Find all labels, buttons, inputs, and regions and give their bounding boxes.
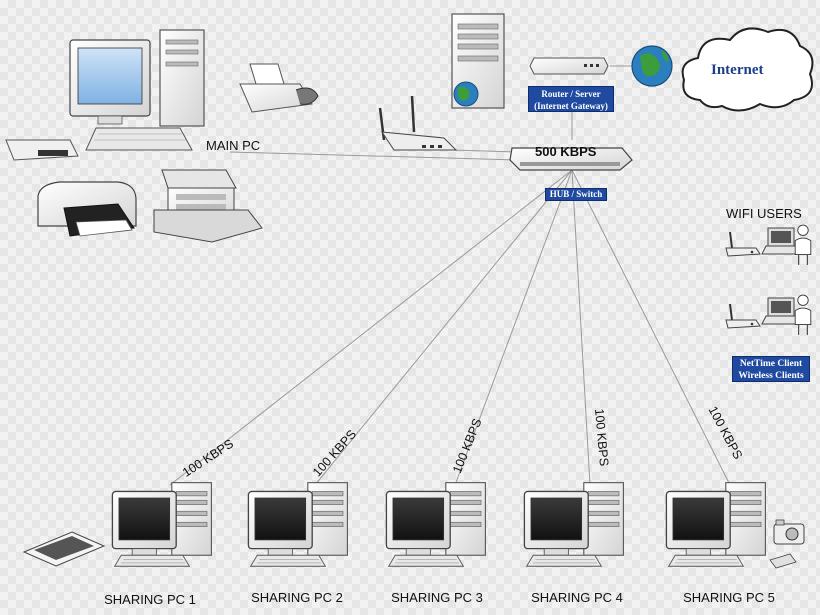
network-switch [509, 147, 633, 171]
main-pc-label: MAIN PC [206, 138, 261, 153]
printer-device [37, 181, 137, 237]
link-pc4 [571, 169, 591, 486]
sharing-pc-3-label: SHARING PC 3 [391, 590, 483, 605]
sharing-pc-3-computer [385, 481, 487, 567]
sharing-pc-4-label: SHARING PC 4 [531, 590, 623, 605]
sharing-pc-5-label: SHARING PC 5 [683, 590, 775, 605]
scanner-device [5, 139, 79, 161]
main-pc-link [229, 151, 521, 161]
hub-label: HUB / Switch [545, 188, 607, 201]
flatbed-scanner [22, 531, 106, 567]
nettime-label-box: NetTime Client Wireless Clients [732, 356, 810, 382]
sharing-pc-4-computer [523, 481, 625, 567]
sharing-pc-2-computer [247, 481, 349, 567]
sharing-pc-2-label: SHARING PC 2 [251, 590, 343, 605]
internet-globe-icon [631, 45, 673, 87]
wifi-user-2 [725, 294, 812, 336]
wireless-access-point [378, 95, 458, 151]
link-pc2 [314, 169, 573, 486]
router-label-box: Router / Server (Internet Gateway) [528, 86, 614, 112]
cash-register [153, 169, 263, 243]
nettime-label: NetTime Client [739, 359, 803, 369]
nettime-sublabel: Wireless Clients [738, 371, 804, 381]
link-pc5 [571, 169, 731, 486]
sharing-pc-1-label: SHARING PC 1 [104, 592, 196, 607]
connection-lines [169, 65, 731, 486]
router-label: Router / Server [541, 89, 601, 99]
camera-device [769, 519, 805, 569]
router-device [529, 57, 609, 75]
internet-cloud [681, 27, 814, 112]
link-pc1 [169, 169, 573, 486]
wifi-users-label: WIFI USERS [726, 206, 802, 221]
router-sublabel: (Internet Gateway) [534, 101, 608, 111]
globe-icon [453, 81, 479, 107]
internet-label: Internet [711, 62, 764, 78]
sharing-pc-1-computer [111, 481, 213, 567]
wap-link [451, 149, 516, 153]
switch-speed-label: 500 KBPS [535, 144, 597, 159]
main-pc-workstation [69, 29, 205, 151]
fax-machine [239, 63, 319, 113]
wifi-user-1 [725, 224, 812, 266]
link-pc3 [454, 169, 573, 486]
sharing-pc-5-computer [665, 481, 767, 567]
